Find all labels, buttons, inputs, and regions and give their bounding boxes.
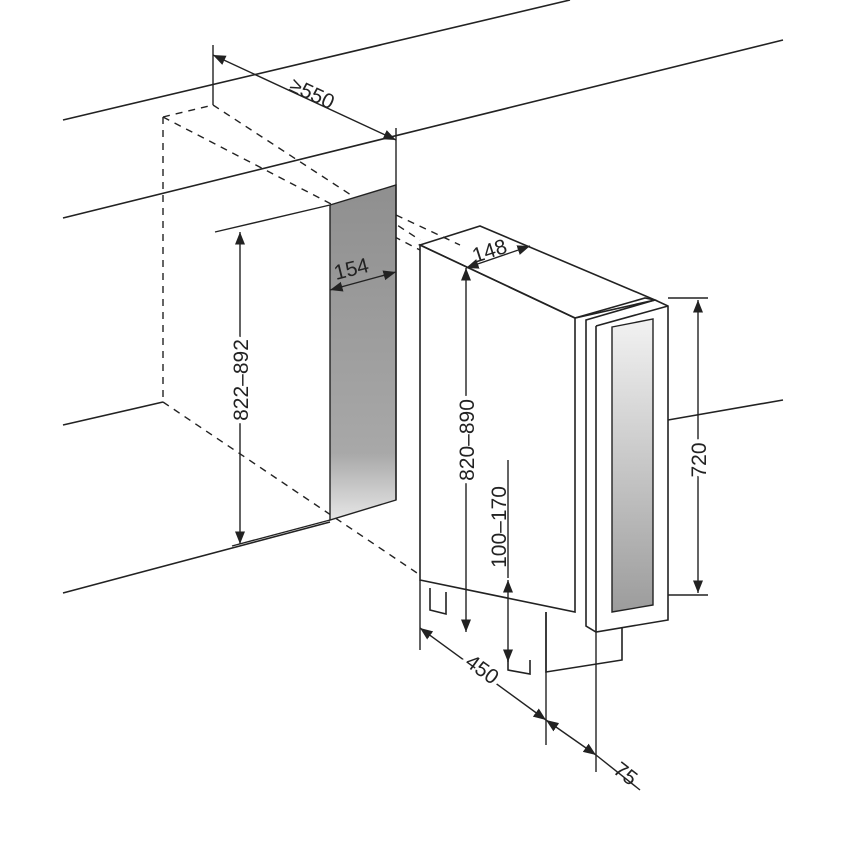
label-appliance-height: 820–890 [456,399,479,481]
dimension-lines [212,45,708,791]
cabinetry-lines [62,0,784,594]
label-plinth-height: 100–170 [488,486,511,568]
label-niche-height: 822–892 [230,339,253,421]
label-appliance-width: 148 [469,235,509,268]
niche-panel [329,184,397,521]
label-depth-min: ≥550 [286,74,338,115]
label-door-offset: 75 [609,758,642,791]
label-door-height: 720 [688,442,711,477]
door-glass [611,318,654,613]
